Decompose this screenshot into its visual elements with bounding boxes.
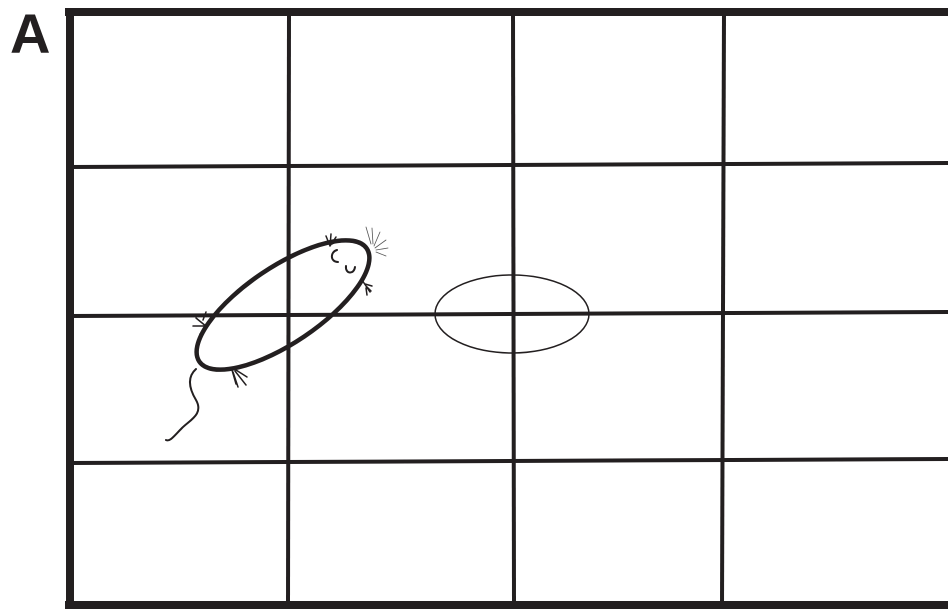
grid-line-horizontal-2: [70, 312, 948, 316]
grid-line-horizontal-3: [70, 459, 948, 463]
rat-ear-right: [346, 266, 355, 273]
grid-lines: [70, 12, 948, 605]
rat-paw-front-bottom: [362, 280, 372, 295]
grid-line-horizontal-1: [70, 163, 948, 167]
grid-line-vertical-1: [288, 12, 289, 605]
rat-tail: [166, 369, 198, 440]
rat-ear-left: [332, 250, 338, 262]
arena-walls: [69, 12, 948, 605]
grid-line-vertical-2: [513, 12, 514, 605]
grid-line-vertical-3: [722, 12, 724, 605]
rat-drawing: [166, 217, 388, 440]
rat-body: [178, 217, 388, 393]
rat-paw-hind-bottom: [232, 370, 247, 387]
